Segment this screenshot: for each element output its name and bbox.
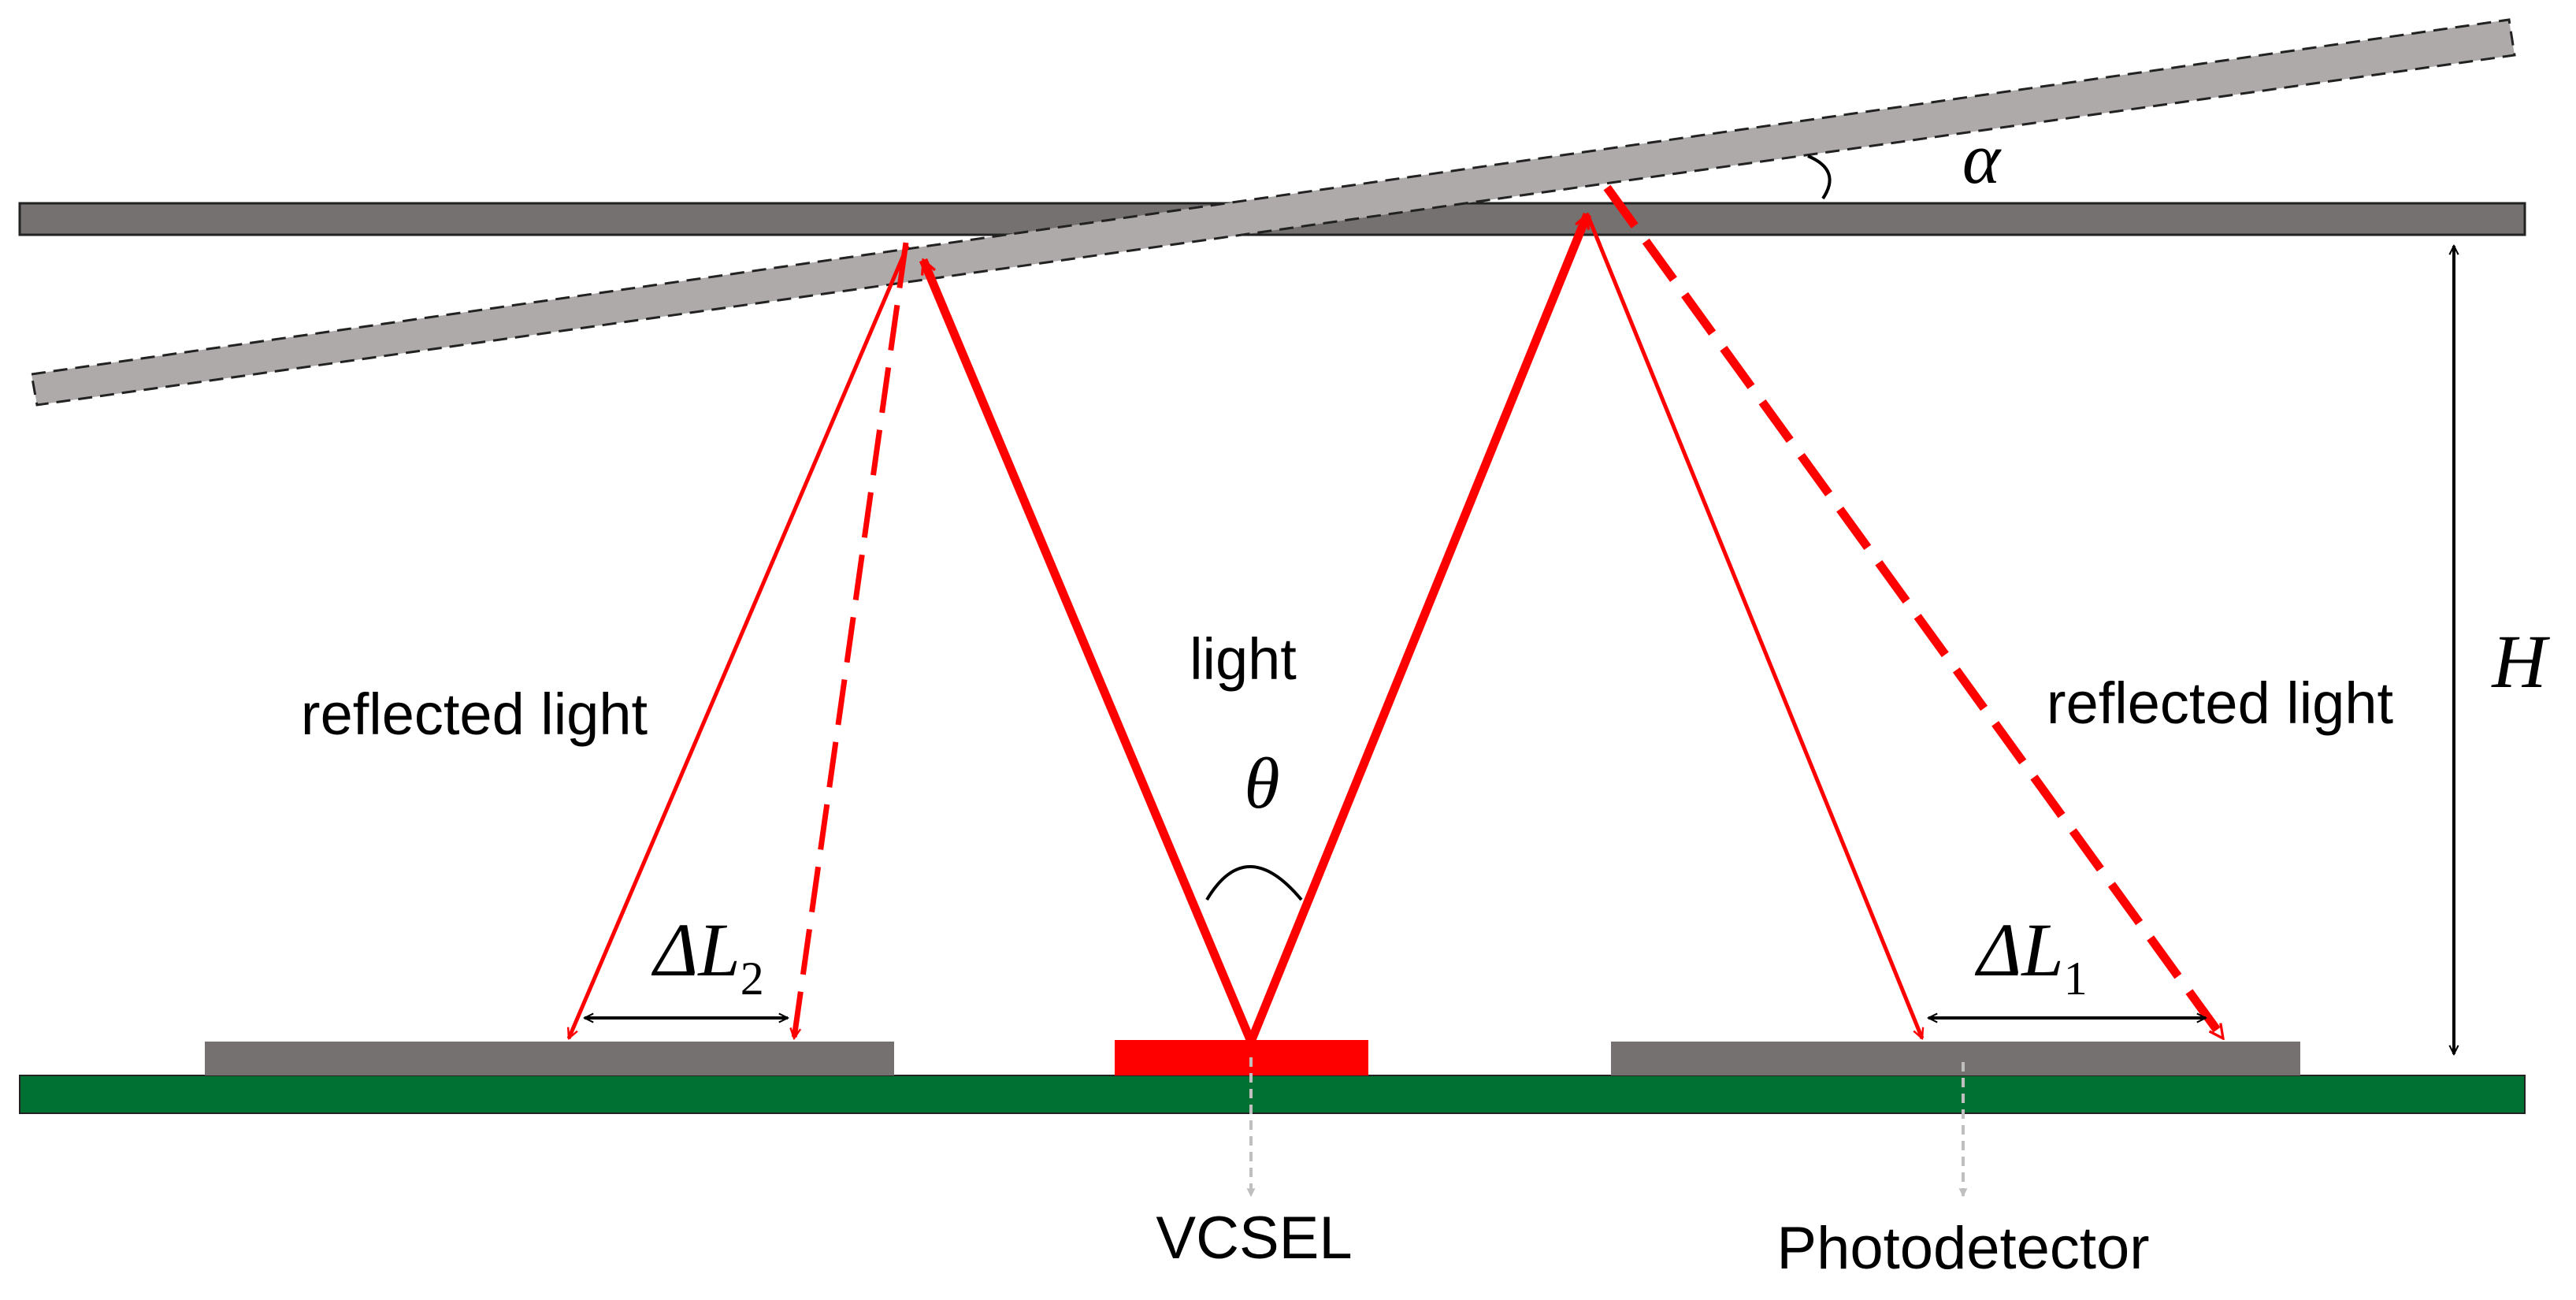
substrate-board <box>19 1075 2526 1114</box>
delta-l2-label: ΔL2 <box>651 908 764 1005</box>
tilted-plate <box>30 18 2516 407</box>
vcsel-emitter <box>1115 1040 1368 1075</box>
theta-angle-arc <box>1205 865 1303 901</box>
incident-beam-left <box>919 260 1256 1044</box>
alpha-symbol: α <box>1962 118 2002 199</box>
vcsel-label: VCSEL <box>1156 1205 1352 1272</box>
reflected-beam-left-solid <box>566 245 910 1038</box>
reflected-beam-right-solid <box>1585 214 1925 1038</box>
theta-symbol: θ <box>1244 743 1279 823</box>
incident-beam-right <box>1246 214 1592 1044</box>
reflected-beam-left-dashed <box>794 242 909 1038</box>
reflected-light-label-left: reflected light <box>301 682 648 747</box>
delta-l1-base: ΔL <box>1974 908 2064 992</box>
delta-l2-subscript: 2 <box>741 953 764 1005</box>
delta-l2-base: ΔL <box>651 908 741 992</box>
reflected-light-label-right: reflected light <box>2047 670 2394 736</box>
reflected-beam-right-dashed <box>1603 184 2227 1042</box>
photodetector-left <box>205 1042 894 1075</box>
photodetector-label: Photodetector <box>1776 1215 2149 1282</box>
delta-l1-label: ΔL1 <box>1974 908 2088 1005</box>
alpha-angle-arc <box>1807 154 1832 200</box>
delta-l1-subscript: 1 <box>2064 953 2088 1005</box>
height-symbol: H <box>2490 619 2550 704</box>
light-label: light <box>1190 626 1297 692</box>
photodetector-right <box>1611 1042 2300 1075</box>
